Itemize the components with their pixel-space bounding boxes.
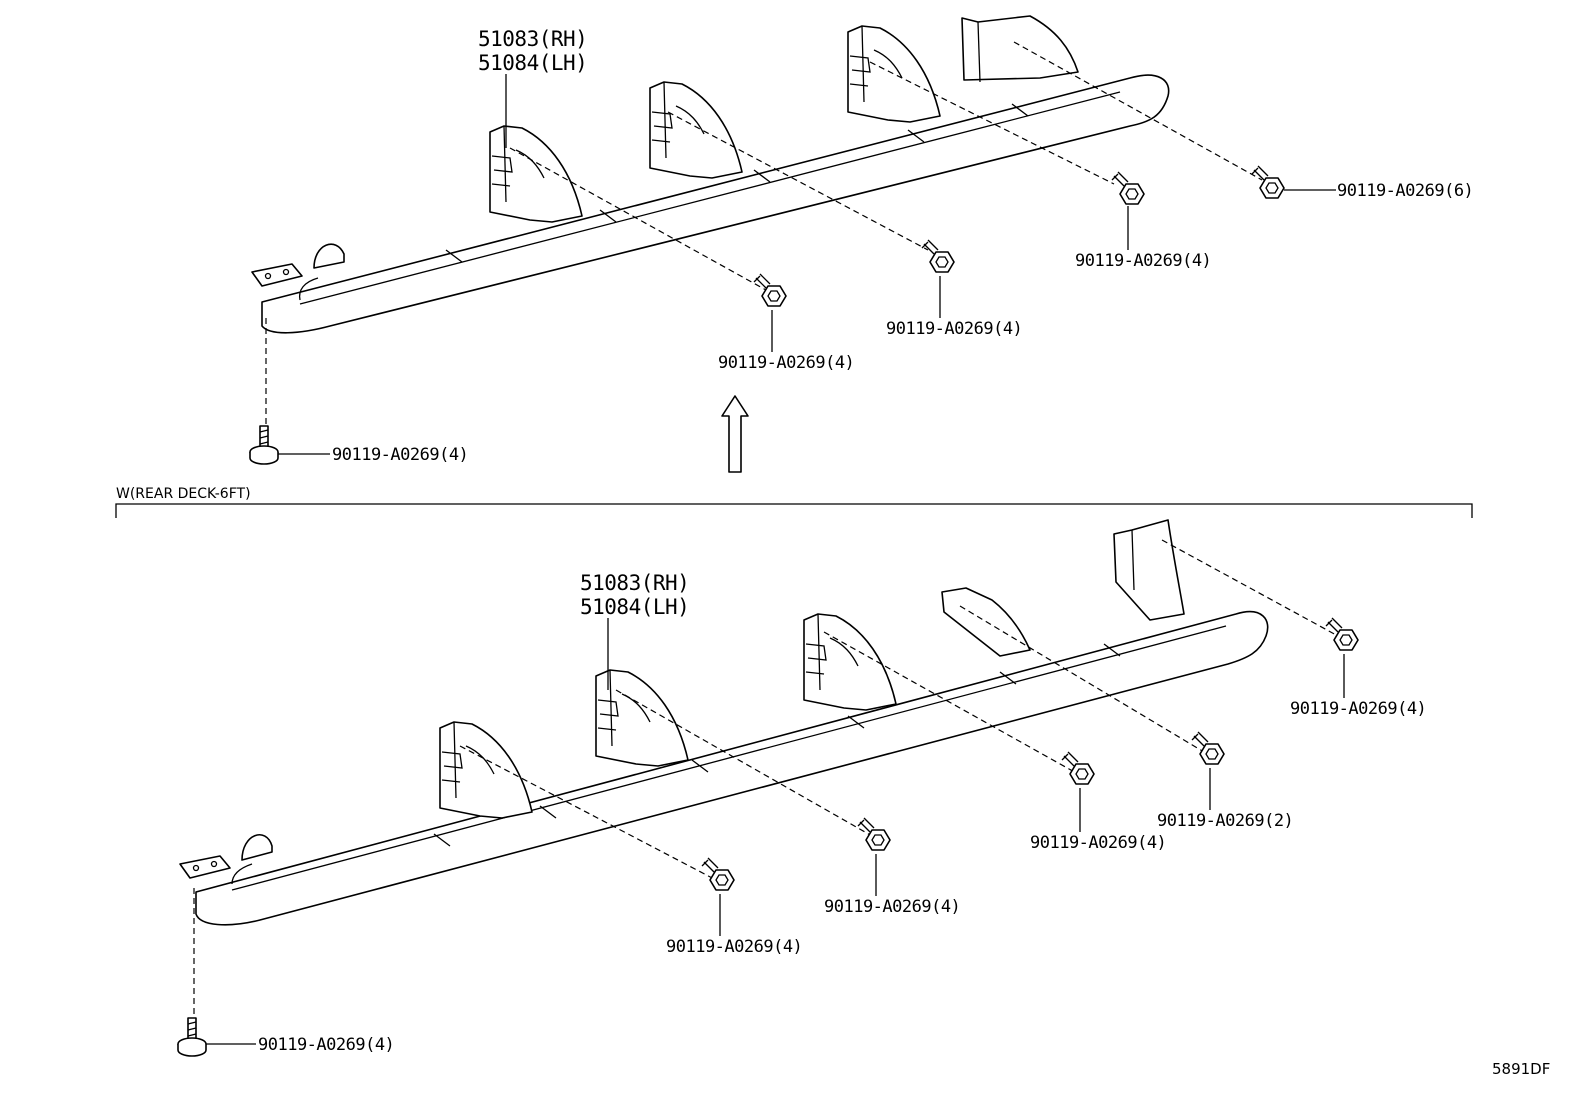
bottom-step-label-rh: 51083(RH) <box>580 571 689 595</box>
hex-bolt-icon <box>701 857 735 891</box>
hex-bolt-icon <box>921 239 955 273</box>
top-step-bar <box>261 74 1170 334</box>
top-bracket-4 <box>961 15 1079 81</box>
bottom-assembly: 51083(RH) 51084(LH) 90119-A0269(4) 90119… <box>177 519 1427 1057</box>
hex-bolt-icon <box>753 273 787 307</box>
up-arrow-icon <box>721 395 749 473</box>
hex-bolt-icon <box>1325 617 1359 651</box>
top-bracket-2 <box>649 81 743 179</box>
vertical-bolt-icon <box>249 425 279 465</box>
bottom-bolt-label: 90119-A0269(4) <box>666 937 802 957</box>
top-assembly: 51083(RH) 51084(LH) 90119-A0269(6) 90119… <box>249 15 1474 465</box>
top-bolt-label: 90119-A0269(4) <box>1075 251 1211 271</box>
top-step-label-lh: 51084(LH) <box>478 51 587 75</box>
bottom-bracket-1 <box>439 721 533 819</box>
bottom-bolt-label: 90119-A0269(2) <box>1157 811 1293 831</box>
bottom-step-bar <box>195 611 1269 926</box>
bottom-mount-plate <box>179 855 231 879</box>
top-bolt-label: 90119-A0269(4) <box>886 319 1022 339</box>
top-bracket-3 <box>847 25 941 123</box>
bottom-bracket-3 <box>803 613 897 711</box>
section-label: W(REAR DECK-6FT) <box>116 486 251 502</box>
hex-bolt-icon <box>1191 731 1225 765</box>
bottom-bolt-label: 90119-A0269(4) <box>258 1035 394 1055</box>
hex-bolt-icon <box>1111 171 1145 205</box>
top-bracket-1 <box>489 125 583 223</box>
bottom-bolt-label: 90119-A0269(4) <box>1290 699 1426 719</box>
bottom-step-label-lh: 51084(LH) <box>580 595 689 619</box>
hex-bolt-icon <box>1251 165 1285 199</box>
top-mount-plate <box>251 263 303 287</box>
bottom-bolt-label: 90119-A0269(4) <box>824 897 960 917</box>
bottom-bracket-2 <box>595 669 689 767</box>
hex-bolt-icon <box>857 817 891 851</box>
top-bolt-label: 90119-A0269(6) <box>1337 181 1473 201</box>
hex-bolt-icon <box>1061 751 1095 785</box>
top-bolt-label: 90119-A0269(4) <box>332 445 468 465</box>
vertical-bolt-icon <box>177 1017 207 1057</box>
bottom-bolt-label: 90119-A0269(4) <box>1030 833 1166 853</box>
diagram-code: 5891DF <box>1492 1060 1550 1078</box>
section-divider <box>115 503 1473 518</box>
top-bolt-label: 90119-A0269(4) <box>718 353 854 373</box>
bottom-bracket-5 <box>1113 519 1185 621</box>
top-step-label-rh: 51083(RH) <box>478 27 587 51</box>
